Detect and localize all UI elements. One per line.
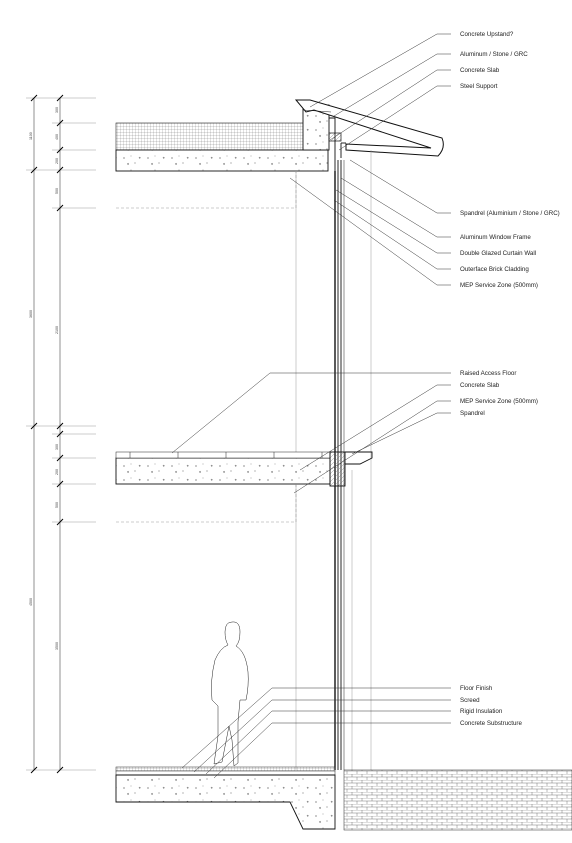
label-concrete-substructure: Concrete Substructure — [460, 720, 522, 727]
label-spandrel-top: Spandrel (Aluminium / Stone / GRC) — [460, 210, 560, 217]
label-window-frame: Aluminum Window Frame — [460, 234, 531, 241]
dim-200b: 200 — [55, 469, 59, 475]
dimension-chain: 300 400 200 1100 500 3600 2100 300 200 5… — [26, 94, 96, 774]
label-brick-cladding: Outerface Brick Cladding — [460, 266, 529, 273]
dim-300b: 300 — [55, 444, 59, 450]
label-cladding-top: Aluminum / Stone / GRC — [460, 51, 528, 58]
label-curtain-wall: Double Glazed Curtain Wall — [460, 250, 536, 257]
label-mep-zone-mid: MEP Service Zone (500mm) — [460, 398, 538, 405]
label-spandrel-mid: Spandrel — [460, 410, 485, 417]
dim-3500: 3500 — [55, 642, 59, 650]
mid-floor-slab — [115, 451, 373, 523]
dim-200: 200 — [55, 158, 59, 164]
leader-lines — [171, 33, 451, 779]
dim-500: 500 — [55, 188, 59, 194]
label-concrete-upstand: Concrete Upstand? — [460, 31, 514, 38]
label-rigid-insulation: Rigid Insulation — [460, 708, 503, 715]
human-scale-figure — [211, 621, 249, 767]
coping-cap — [294, 99, 444, 158]
label-floor-finish: Floor Finish — [460, 685, 493, 692]
dim-3600: 3600 — [29, 310, 33, 318]
ground-floor-slab — [115, 766, 572, 831]
label-concrete-slab-roof: Concrete Slab — [460, 67, 500, 74]
annotation-labels: Concrete Upstand? Aluminum / Stone / GRC… — [460, 31, 560, 727]
label-steel-support: Steel Support — [460, 83, 498, 90]
label-mep-zone-top: MEP Service Zone (500mm) — [460, 282, 538, 289]
dim-4500: 4500 — [29, 598, 33, 606]
dim-1100: 1100 — [29, 132, 33, 140]
roof-slab — [115, 104, 342, 209]
label-raised-access-floor: Raised Access Floor — [460, 370, 516, 377]
dim-2100: 2100 — [55, 326, 59, 334]
dim-300: 300 — [55, 107, 59, 113]
dim-400: 400 — [55, 134, 59, 140]
label-concrete-slab-mid: Concrete Slab — [460, 382, 500, 389]
label-screed: Screed — [460, 697, 480, 704]
dim-500b: 500 — [55, 502, 59, 508]
